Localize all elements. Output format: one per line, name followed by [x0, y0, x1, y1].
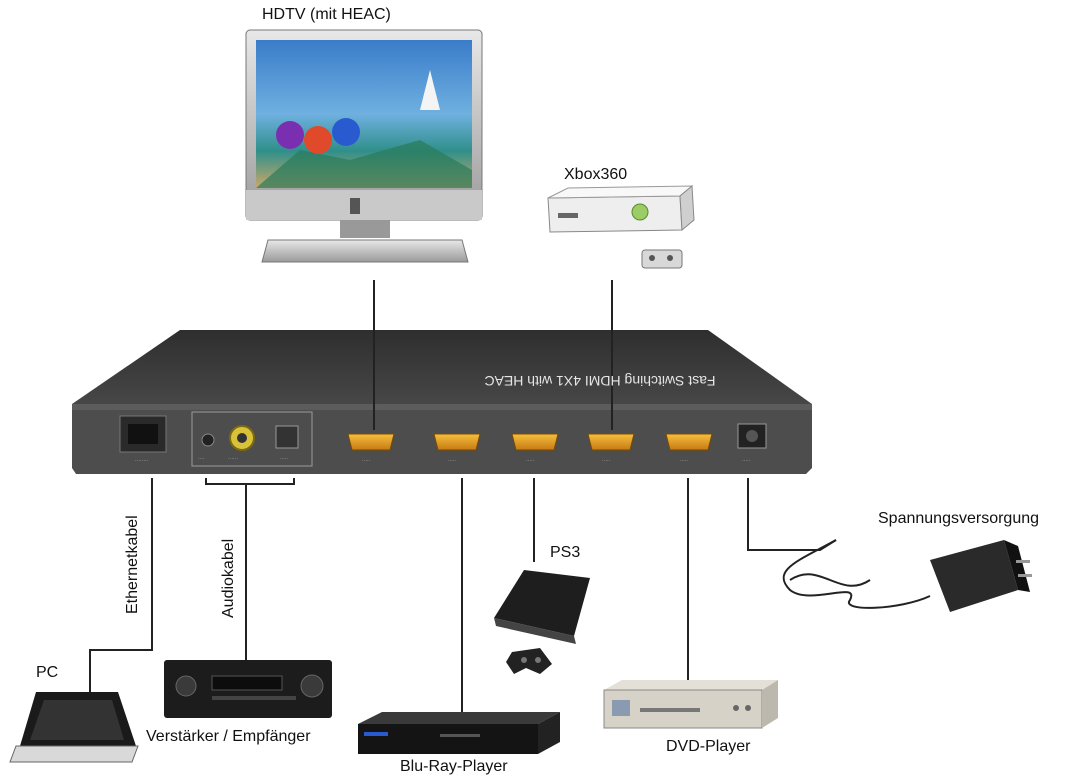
cables: [89, 280, 837, 712]
power-supply-label: Spannungsversorgung: [878, 510, 1040, 527]
hdtv-label: HDTV (mit HEAC): [262, 6, 391, 23]
ethernet-cable-label: Ethernetkabel: [124, 515, 141, 614]
svg-text:·····: ·····: [742, 458, 751, 464]
svg-text:·····: ·····: [362, 458, 371, 464]
svg-text:·····: ·····: [602, 458, 611, 464]
switch-top-text: Fast Switching HDMI 4X1 with HEAC: [484, 373, 715, 389]
pc-laptop-icon: [9, 692, 139, 763]
dvd-player-icon: [603, 680, 778, 729]
audio-cable-label: Audiokabel: [220, 538, 237, 618]
svg-text:·····: ·····: [448, 458, 457, 464]
amplifier-icon: [164, 660, 332, 718]
svg-text:········: ········: [135, 458, 149, 464]
svg-text:····: ····: [198, 456, 205, 462]
ps3-icon: [494, 570, 590, 674]
pc-label: PC: [36, 664, 59, 681]
xbox360-icon: [547, 184, 695, 269]
svg-text:·····: ·····: [526, 458, 535, 464]
amplifier-label: Verstärker / Empfänger: [146, 728, 311, 745]
hdmi-ports: [347, 433, 713, 451]
power-supply-icon: [782, 539, 1032, 612]
dvd-label: DVD-Player: [666, 738, 751, 755]
svg-text:·····: ·····: [680, 458, 689, 464]
bluray-player-icon: [358, 712, 560, 754]
bluray-label: Blu-Ray-Player: [400, 758, 508, 775]
svg-text:······: ······: [228, 456, 238, 462]
hdtv-icon: [245, 29, 483, 263]
ps3-label: PS3: [550, 544, 581, 561]
svg-text:·····: ·····: [280, 456, 289, 462]
hdmi-switch: ········ ···· ······ ····· ····· ····· ·…: [72, 330, 812, 474]
xbox360-label: Xbox360: [564, 166, 628, 183]
